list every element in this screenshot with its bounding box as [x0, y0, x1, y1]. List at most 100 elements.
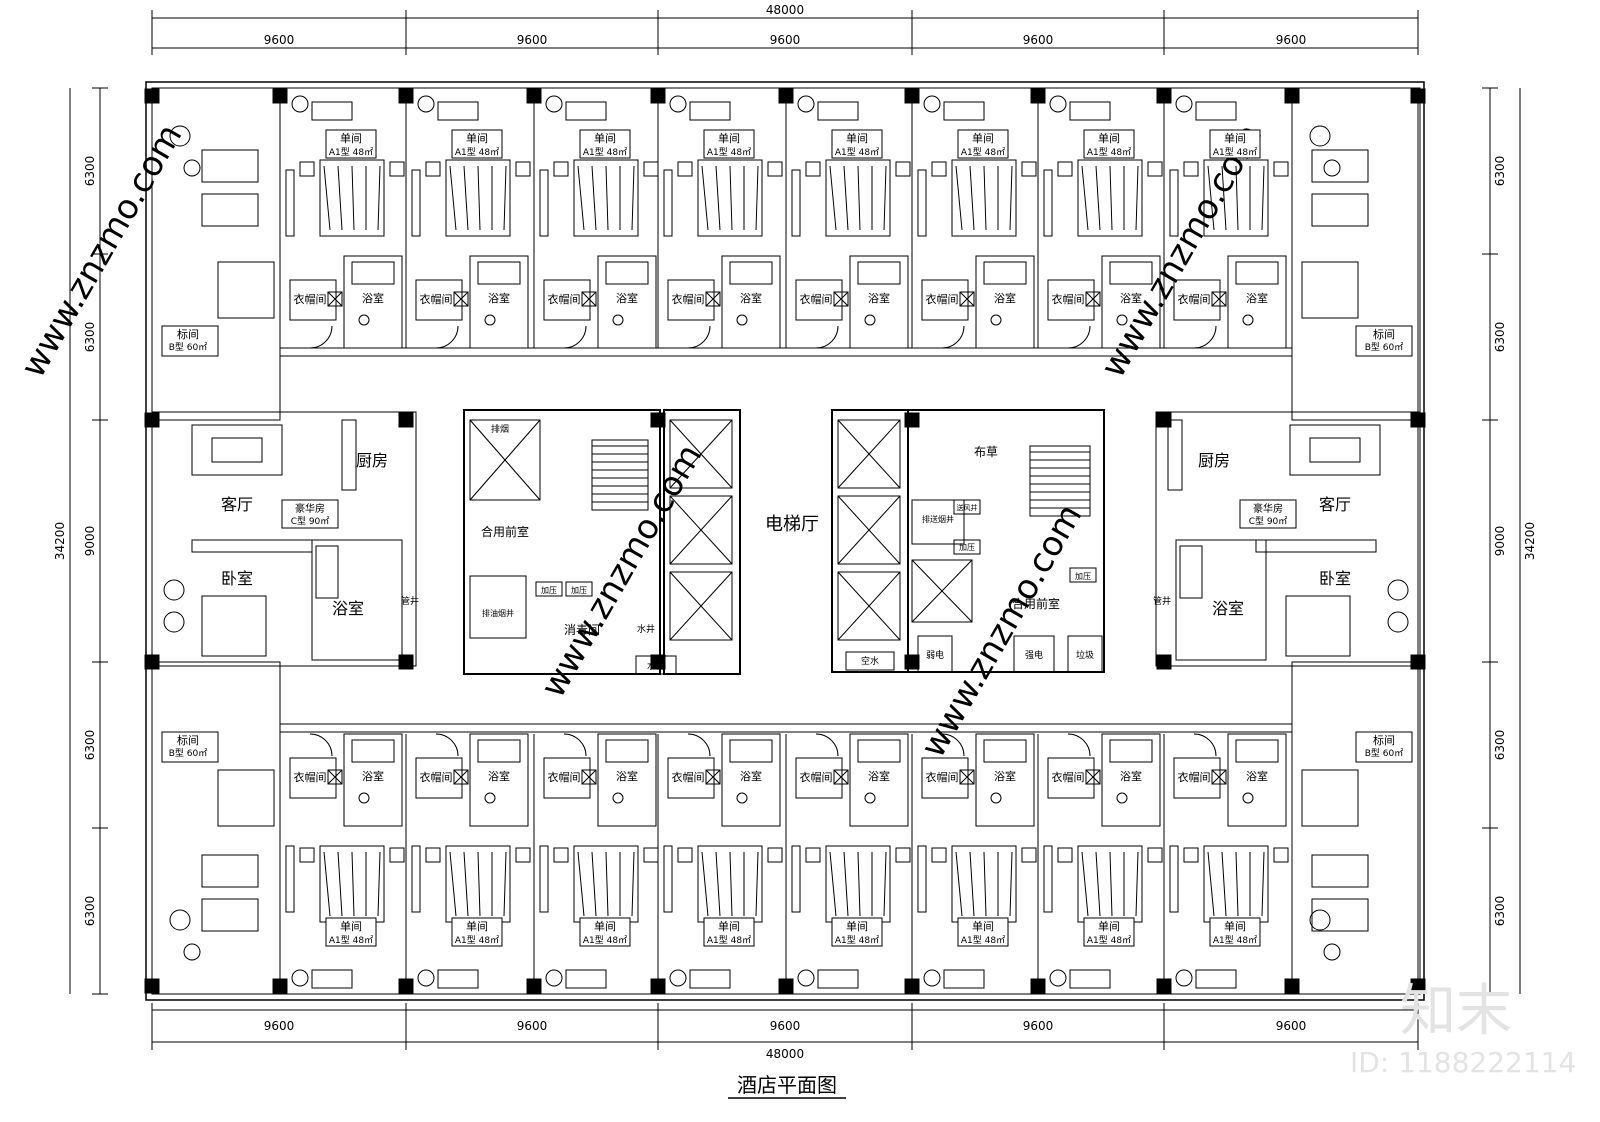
wardrobe: [1169, 169, 1179, 237]
bed: [697, 159, 763, 237]
label-pressure: 加压: [959, 542, 975, 552]
bathroom: [721, 255, 781, 349]
dimension-bay-bottom: 9600: [517, 1019, 548, 1033]
bathroom: [975, 255, 1035, 349]
bathtub: [729, 261, 773, 285]
label-grease: 排油烟井: [482, 608, 514, 618]
nightstand: [299, 161, 315, 177]
room-name-bath: 浴室: [740, 769, 762, 783]
vent-x: [1085, 291, 1101, 307]
building-outer-wall: [145, 81, 1425, 1001]
room-label-box: [161, 731, 219, 763]
bed-pattern: [351, 165, 355, 231]
label-linen: 布草: [974, 445, 998, 459]
elevator-x: [669, 495, 733, 565]
wc: [990, 314, 1002, 326]
door-arc: [435, 733, 459, 757]
bathtub: [1109, 261, 1153, 285]
nightstand: [767, 161, 783, 177]
bed-pattern: [969, 851, 975, 917]
desk: [817, 101, 859, 121]
chair: [1049, 95, 1067, 113]
wardrobe: [663, 845, 673, 913]
door-arc: [815, 733, 839, 757]
bathtub: [983, 739, 1027, 763]
room-name-closet: 衣帽间: [800, 292, 833, 306]
room-type-standard: B型 60㎡: [169, 342, 208, 353]
nightstand: [1021, 847, 1037, 863]
bathtub: [605, 739, 649, 763]
bathroom: [1101, 733, 1161, 827]
room-label-box: [325, 129, 377, 159]
vent-x: [453, 291, 469, 307]
bed-pattern: [503, 165, 507, 231]
dimension-bay-top: 9600: [264, 33, 295, 47]
room-name-bath: 浴室: [488, 769, 510, 783]
structural-column: [1410, 88, 1426, 104]
dimension-bay-top: 9600: [1276, 33, 1307, 47]
sofa-set: [1289, 424, 1381, 476]
standard-room: [1291, 87, 1421, 421]
sofa-set: [191, 424, 283, 476]
room-name-bath: 浴室: [1246, 291, 1268, 305]
room-type-single: A1型 48㎡: [329, 147, 373, 158]
chair: [1175, 95, 1193, 113]
chair: [417, 95, 435, 113]
dimension-row: 6300: [83, 730, 97, 761]
structural-column: [1156, 654, 1172, 670]
bed-pattern: [969, 165, 975, 231]
room-name-deluxe: 豪华房: [1253, 502, 1283, 515]
room-name-bath: 浴室: [362, 769, 384, 783]
label-ac: 空水: [861, 655, 879, 667]
bed-pattern: [1235, 851, 1239, 917]
bathtub: [351, 261, 395, 285]
desk: [311, 101, 353, 121]
room-label-box: [1083, 917, 1135, 947]
label-front-room-left: 合用前室: [481, 524, 529, 539]
elevator-car: [669, 419, 733, 489]
bathroom: [469, 255, 529, 349]
nightstand: [425, 161, 441, 177]
nightstand: [805, 847, 821, 863]
trash-room: [1067, 635, 1103, 673]
bed-pattern: [955, 165, 963, 231]
bathtub: [1109, 739, 1153, 763]
vent-fixture: [705, 291, 721, 307]
room-name-closet: 衣帽间: [420, 292, 453, 306]
vent-x: [453, 769, 469, 785]
room-type-single: A1型 48㎡: [455, 147, 499, 158]
bed-pattern: [1261, 851, 1265, 917]
vent-x: [327, 291, 343, 307]
nightstand: [389, 847, 405, 863]
bathtub: [605, 261, 649, 285]
wc: [1116, 314, 1128, 326]
dimension-bay-bottom: 9600: [1276, 1019, 1307, 1033]
dimension-bay-bottom: 9600: [1023, 1019, 1054, 1033]
desk: [437, 969, 479, 989]
structural-column: [1410, 978, 1426, 994]
desk: [1069, 101, 1111, 121]
drawing-title: 酒店平面图: [737, 1073, 837, 1097]
room-name-deluxe: 豪华房: [295, 502, 325, 515]
bed-pattern: [503, 851, 507, 917]
door-arc: [563, 325, 587, 349]
bed-pattern: [463, 165, 469, 231]
elevator-car: [669, 495, 733, 565]
elec-room: [1013, 635, 1055, 673]
room-name-standard: 标间: [177, 733, 199, 747]
room-name-bath: 浴室: [616, 769, 638, 783]
desk: [817, 969, 859, 989]
elevator-bank-right: [831, 409, 909, 673]
door-arc: [309, 325, 333, 349]
room-name-single: 单间: [466, 920, 488, 933]
label-water-well: 水井: [637, 623, 655, 635]
room-label-box: [1083, 129, 1135, 159]
bed-pattern: [1207, 851, 1215, 917]
bed-pattern: [755, 851, 759, 917]
room-name-standard: 标间: [1373, 733, 1395, 747]
bathtub: [217, 261, 275, 319]
bed-pattern: [955, 851, 963, 917]
watermark-site: www.znzmo.com: [13, 118, 190, 385]
desk: [1195, 101, 1237, 121]
watermark-id: ID: 1188222114: [1350, 1046, 1576, 1079]
